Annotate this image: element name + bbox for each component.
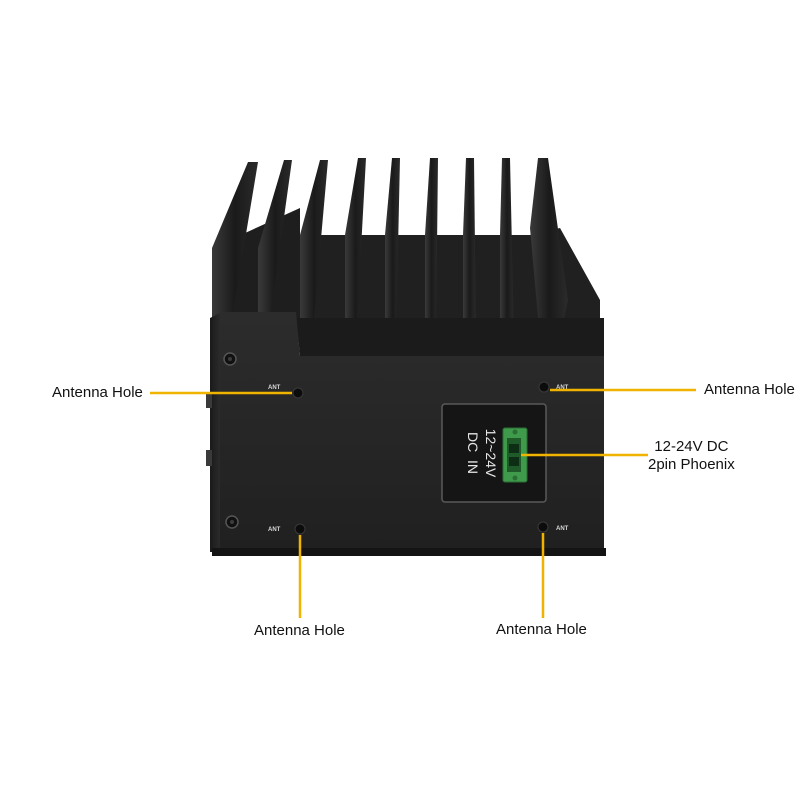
ant-marking: ANT [268, 527, 281, 533]
ant-marking: ANT [556, 385, 569, 391]
dc-in-marking: DC IN [465, 432, 481, 474]
screw-top [223, 352, 237, 366]
antenna-hole-top-left [292, 387, 304, 399]
callout-antenna-hole-bottom-right: Antenna Hole [496, 621, 587, 638]
leader-lines [150, 388, 696, 618]
callout-power-connector: 12-24V DC 2pin Phoenix [648, 438, 735, 474]
antenna-hole-bottom-left [294, 523, 306, 535]
screw-bottom [225, 515, 239, 529]
chassis: ANT ANT ANT ANT 12~24V DC IN [206, 312, 606, 556]
callout-antenna-hole-top-right: Antenna Hole [704, 381, 795, 398]
antenna-hole-bottom-right [537, 521, 549, 533]
callout-power-line1: 12-24V DC [654, 438, 729, 455]
ant-marking: ANT [268, 385, 281, 391]
heatsink [212, 158, 604, 356]
antenna-hole-top-right [538, 381, 550, 393]
dc-voltage-marking: 12~24V [483, 429, 499, 478]
callout-antenna-hole-bottom-left: Antenna Hole [254, 622, 345, 639]
ant-marking: ANT [556, 526, 569, 532]
callout-power-line2: 2pin Phoenix [648, 456, 735, 473]
phoenix-terminal [502, 427, 528, 483]
callout-antenna-hole-top-left: Antenna Hole [52, 384, 143, 401]
dc-in-panel: 12~24V DC IN [441, 403, 547, 503]
